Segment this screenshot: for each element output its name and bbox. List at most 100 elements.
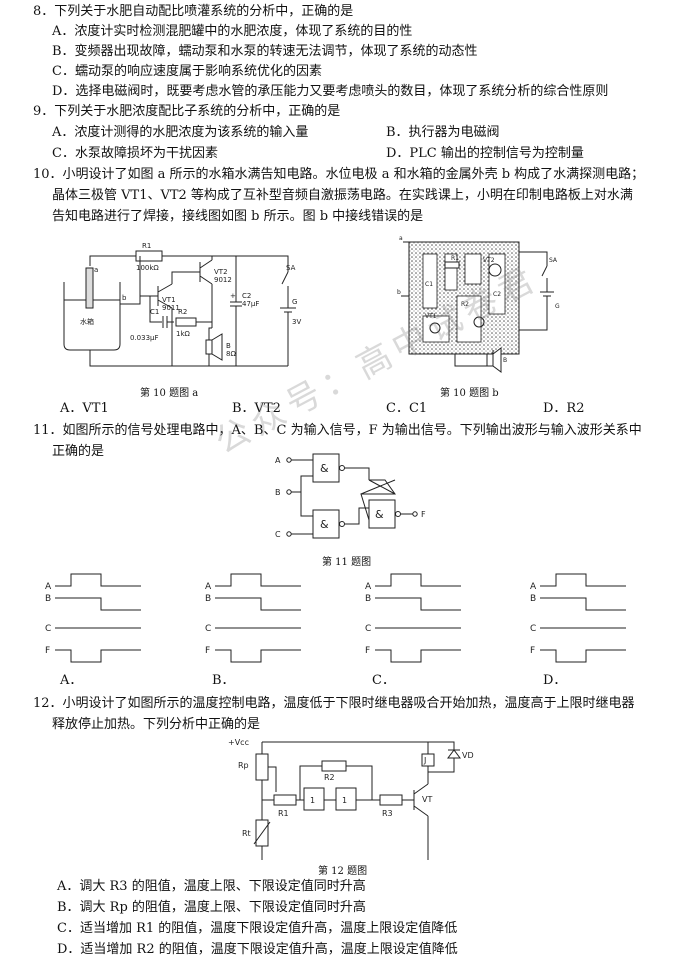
- label-g: G: [292, 298, 297, 306]
- pcb-label-r2: R2: [461, 301, 469, 308]
- figure-12-temperature-circuit: +Vcc Rp R2 J VD R1 1 1 R3 VT Rt: [228, 738, 474, 860]
- label-electrode-a: a: [94, 266, 98, 274]
- figure-10a-circuit: R1 100kΩ VT2 9012 SA VT1 9011 C1 0.033μF…: [63, 242, 301, 367]
- q11-option-d: D．: [543, 673, 567, 688]
- q11-option-a: A．: [60, 673, 83, 688]
- wave-d-label-b: B: [530, 594, 536, 604]
- q8-option-d: D．选择电磁阀时，既要考虑水管的承压能力又要考虑喷头的数目，体现了系统分析的综合…: [52, 84, 609, 99]
- label-tank: 水箱: [80, 317, 94, 326]
- q8-stem: 8．下列关于水肥自动配比喷灌系统的分析中，正确的是: [33, 4, 354, 19]
- q11-option-b: B．: [212, 673, 235, 688]
- label-diode-vd: VD: [462, 751, 474, 760]
- wave-a-label-f: F: [45, 646, 50, 656]
- q10-option-a: A．VT1: [60, 401, 109, 416]
- label-c2: C2: [242, 292, 251, 300]
- wave-a-label-c: C: [45, 624, 51, 634]
- q10-stem-line3: 告知电路进行了焊接，接线图如图 b 所示。图 b 中接线错误的是: [52, 209, 424, 224]
- q11-stem-line2: 正确的是: [52, 444, 105, 459]
- label-r2: R2: [324, 773, 335, 782]
- pcb-label-speaker: B: [503, 357, 507, 364]
- wave-c-label-a: A: [365, 582, 372, 592]
- logic-label-f: F: [421, 510, 426, 519]
- q10-stem-line1: 10．小明设计了如图 a 所示的水箱水满告知电路。水位电极 a 和水箱的金属外壳…: [33, 167, 645, 182]
- label-vcc: +Vcc: [228, 738, 249, 747]
- label-electrode-b: b: [122, 294, 127, 302]
- label-not-gate-2: 1: [342, 796, 347, 805]
- figure-12-caption: 第 12 题图: [318, 866, 368, 877]
- q9-stem: 9．下列关于水肥浓度配比子系统的分析中，正确的是: [33, 104, 341, 119]
- label-sa: SA: [286, 264, 296, 272]
- label-rp: Rp: [238, 761, 249, 770]
- label-speaker: B: [226, 342, 231, 350]
- wave-a-label-a: A: [45, 582, 52, 592]
- pcb-label-vt2: VT2: [483, 257, 495, 264]
- q8-option-c: C．蠕动泵的响应速度属于影响系统优化的因素: [52, 64, 322, 79]
- label-c2-value: 47μF: [242, 300, 259, 308]
- figure-10b-pcb: a b R1 VT2 VT1 R2 C1 C2 SA G B: [397, 235, 560, 373]
- pcb-label-a: a: [399, 235, 403, 242]
- wave-b-label-f: F: [205, 646, 210, 656]
- label-c1: C1: [150, 308, 159, 316]
- label-vt1: VT1: [162, 296, 176, 304]
- q8-option-b: B．变频器出现故障，蠕动泵和水泵的转速无法调节，体现了系统的动态性: [52, 44, 478, 59]
- q12-stem-line1: 12．小明设计了如图所示的温度控制电路，温度低于下限时继电器吸合开始加热，温度高…: [33, 696, 635, 711]
- q9-option-b: B．执行器为电磁阀: [386, 125, 500, 140]
- q11-stem-line1: 11．如图所示的信号处理电路中，A、B、C 为输入信号，F 为输出信号。下列输出…: [33, 423, 642, 438]
- q10-option-c: C．C1: [386, 401, 428, 416]
- wave-d-label-a: A: [530, 582, 537, 592]
- q8-option-a: A．浓度计实时检测混肥罐中的水肥浓度，体现了系统的目的性: [52, 24, 413, 39]
- label-relay-j: J: [423, 756, 426, 765]
- logic-label-c: C: [275, 530, 281, 539]
- label-r2: R2: [178, 308, 187, 316]
- wave-b-label-c: C: [205, 624, 211, 634]
- label-r2-value: 1kΩ: [176, 330, 191, 338]
- q9-option-a: A．浓度计测得的水肥浓度为该系统的输入量: [52, 125, 309, 140]
- pcb-label-c1: C1: [425, 281, 433, 288]
- pcb-label-g: G: [555, 303, 560, 310]
- pcb-label-r1: R1: [451, 255, 459, 262]
- gate2-and-symbol: &: [320, 518, 329, 531]
- label-speaker-value: 8Ω: [226, 350, 236, 358]
- figure-10b-caption: 第 10 题图 b: [440, 388, 499, 399]
- wave-c-label-b: B: [365, 594, 371, 604]
- label-r3: R3: [382, 809, 393, 818]
- q11-waveforms: A B C F A B C F A B C F A B C F: [45, 573, 626, 663]
- q10-option-b: B．VT2: [232, 401, 281, 416]
- figure-11-caption: 第 11 题图: [322, 557, 372, 568]
- wave-d-label-c: C: [530, 624, 536, 634]
- pcb-label-vt1: VT1: [425, 313, 437, 320]
- wave-a-label-b: B: [45, 594, 51, 604]
- label-g-value: 3V: [292, 318, 301, 326]
- label-r1: R1: [142, 242, 151, 250]
- q12-option-c: C．适当增加 R1 的阻值，温度下限设定值升高，温度上限设定值降低: [57, 921, 458, 936]
- q10-option-d: D．R2: [543, 401, 585, 416]
- pcb-label-sa: SA: [549, 257, 558, 264]
- q12-stem-line2: 释放停止加热。下列分析中正确的是: [52, 717, 261, 732]
- q12-option-b: B．调大 Rp 的阻值，温度上限、下限设定值同时升高: [57, 900, 366, 915]
- label-not-gate-1: 1: [310, 796, 315, 805]
- q12-option-d: D．适当增加 R2 的阻值，温度下限设定值升高，温度上限设定值降低: [57, 942, 458, 957]
- label-vt2-value: 9012: [214, 276, 232, 284]
- label-rt: Rt: [242, 829, 251, 838]
- wave-b-label-b: B: [205, 594, 211, 604]
- pcb-label-c2: C2: [493, 291, 501, 298]
- logic-label-a: A: [275, 456, 281, 465]
- q11-option-c: C．: [372, 673, 395, 688]
- label-vt: VT: [422, 795, 432, 804]
- q10-stem-line2: 晶体三极管 VT1、VT2 等构成了互补型音频自激振荡电路。在实践课上，小明在印…: [52, 188, 633, 203]
- label-r1: R1: [278, 809, 289, 818]
- wave-b-label-a: A: [205, 582, 212, 592]
- pcb-label-b: b: [397, 289, 401, 296]
- label-c1-value: 0.033μF: [130, 334, 159, 342]
- q12-option-a: A．调大 R3 的阻值，温度上限、下限设定值同时升高: [57, 879, 366, 894]
- q9-option-d: D．PLC 输出的控制信号为控制量: [386, 146, 584, 161]
- wave-c-label-f: F: [365, 646, 370, 656]
- logic-label-b: B: [275, 488, 281, 497]
- gate1-and-symbol: &: [320, 462, 329, 475]
- label-vt1-value: 9011: [162, 304, 180, 312]
- gate3-and-symbol: &: [375, 508, 384, 521]
- q9-option-c: C．水泵故障损坏为干扰因素: [52, 146, 218, 161]
- figure-11-logic-circuit: A B C F & & &: [275, 453, 426, 539]
- figure-10a-caption: 第 10 题图 a: [140, 388, 199, 399]
- label-vt2: VT2: [214, 268, 228, 276]
